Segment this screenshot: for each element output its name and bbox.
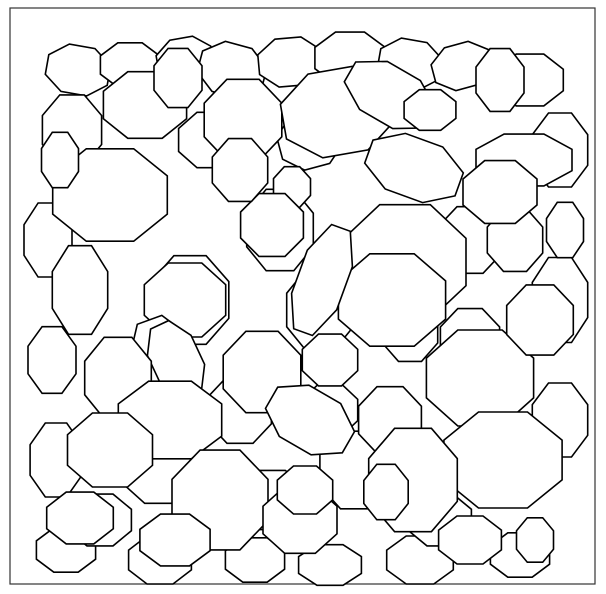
- octagon-particle: [507, 285, 574, 355]
- octagon-particle: [140, 514, 210, 566]
- octagon-particle: [404, 90, 456, 131]
- octagon-particle: [68, 413, 153, 487]
- octagon-particle: [463, 161, 537, 224]
- octagon-particle: [212, 139, 267, 202]
- octagon-particle: [28, 327, 76, 394]
- octagon-particle: [364, 464, 408, 519]
- octagon-particle: [42, 132, 79, 187]
- octagon-particle: [517, 518, 554, 562]
- octagon-particle: [338, 254, 445, 346]
- octagon-particle: [444, 412, 562, 508]
- octagon-particle: [52, 246, 107, 335]
- octagon-particle: [47, 492, 114, 544]
- octagon-particle: [439, 516, 502, 564]
- octagon-particle: [476, 49, 524, 112]
- octagon-particle: [302, 334, 357, 386]
- octagon-particle: [547, 202, 584, 257]
- octagon-particle: [277, 466, 332, 514]
- octagon-particle: [154, 48, 202, 107]
- octagon-particle: [241, 194, 304, 257]
